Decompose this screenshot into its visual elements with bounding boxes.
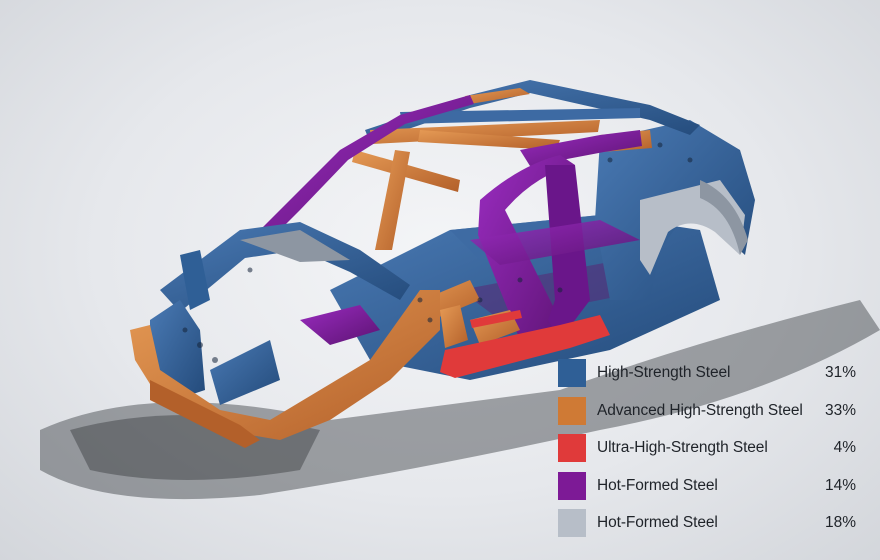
legend-label: High-Strength Steel — [597, 364, 731, 381]
a-pillar-hot-formed — [260, 95, 642, 238]
legend-swatch — [558, 434, 586, 462]
legend-label: Hot-Formed Steel — [597, 514, 718, 531]
legend-percent: 33% — [824, 401, 856, 419]
legend-item-ultra-high-strength-steel: Ultra-High-Strength Steel 4% — [558, 434, 858, 472]
legend-swatch — [558, 509, 586, 537]
material-legend: High-Strength Steel 31% Advanced High-St… — [558, 359, 858, 547]
legend-swatch — [558, 471, 586, 500]
legend-percent: 18% — [824, 514, 856, 531]
rear-quarter-panel — [595, 120, 755, 300]
legend-swatch — [558, 359, 586, 387]
legend-label: Hot-Formed Steel — [597, 476, 718, 494]
legend-item-hot-formed-steel-purple: Hot-Formed Steel 14% — [558, 471, 858, 510]
legend-percent: 4% — [833, 439, 856, 456]
legend-percent: 14% — [824, 476, 856, 494]
front-bumper-beam — [130, 290, 440, 448]
legend-label: Ultra-High-Strength Steel — [597, 439, 768, 456]
frame-detail-holes — [182, 142, 693, 363]
sill-ultra-high-strength — [440, 310, 610, 378]
roof-frame — [352, 80, 700, 192]
lower-rail-hot-formed — [300, 220, 640, 345]
legend-swatch — [558, 396, 586, 425]
legend-item-high-strength-steel: High-Strength Steel 31% — [558, 359, 858, 397]
legend-label: Advanced High-Strength Steel — [597, 401, 803, 419]
legend-item-hot-formed-steel-gray: Hot-Formed Steel 18% — [558, 509, 858, 547]
legend-item-advanced-high-strength-steel: Advanced High-Strength Steel 33% — [558, 396, 858, 435]
legend-percent: 31% — [824, 364, 856, 381]
